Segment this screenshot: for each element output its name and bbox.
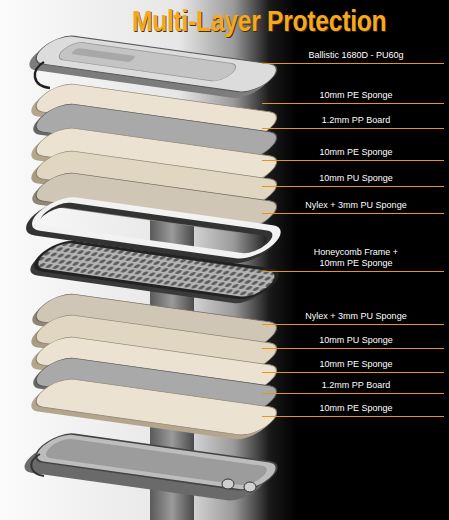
- layer-label: Ballistic 1680D - PU60g: [286, 50, 426, 61]
- layer-label: Nylex + 3mm PU Sponge: [286, 200, 426, 211]
- layer-label: 10mm PU Sponge: [286, 173, 426, 184]
- layer-label: 10mm PE Sponge: [286, 147, 426, 158]
- title: Multi-Layer Protection: [132, 4, 386, 38]
- leader-line: [262, 63, 444, 64]
- leader-line: [262, 103, 444, 104]
- leader-line: [262, 271, 444, 272]
- layer-label: 10mm PE Sponge: [286, 90, 426, 101]
- layer-label: 1.2mm PP Board: [286, 380, 426, 391]
- layer-label: 10mm PU Sponge: [286, 335, 426, 346]
- leader-line: [262, 348, 444, 349]
- leader-line: [262, 128, 444, 129]
- layer-label: 1.2mm PP Board: [286, 115, 426, 126]
- leader-line: [262, 393, 444, 394]
- layer-label: 10mm PE Sponge: [286, 403, 426, 414]
- layer-label: Honeycomb Frame + 10mm PE Sponge: [311, 247, 401, 269]
- layer-label: 10mm PE Sponge: [286, 359, 426, 370]
- layer-label: Nylex + 3mm PU Sponge: [286, 311, 426, 322]
- leader-line: [262, 213, 444, 214]
- leader-line: [262, 372, 444, 373]
- leader-line: [262, 186, 444, 187]
- leader-line: [262, 416, 444, 417]
- leader-line: [262, 324, 444, 325]
- leader-line: [262, 160, 444, 161]
